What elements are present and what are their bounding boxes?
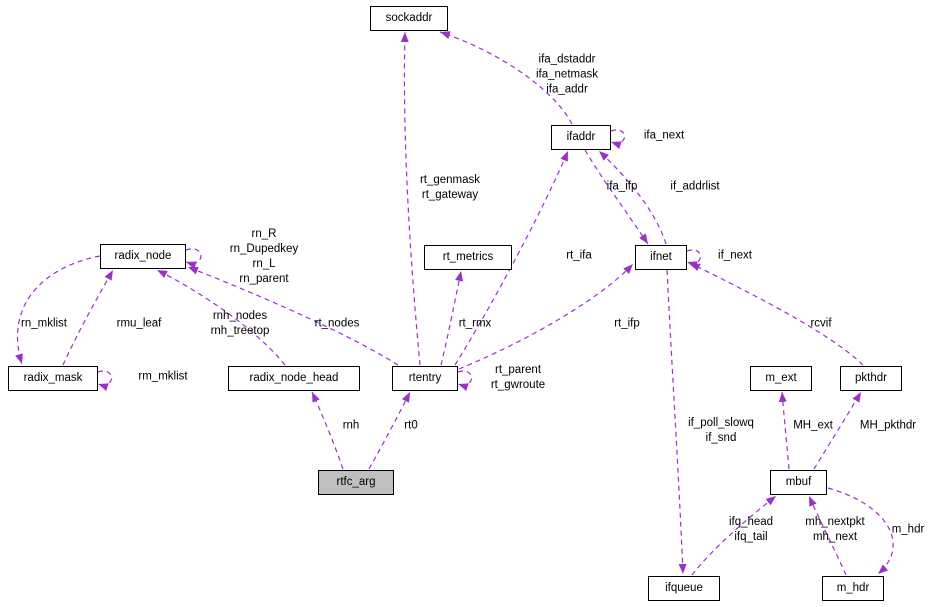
node-rtfc-arg[interactable]: rtfc_arg xyxy=(318,470,394,495)
edge-label: rn_mklist xyxy=(20,317,68,330)
edge-label: if_next xyxy=(718,249,752,262)
edge-rtentry-rt-metrics xyxy=(440,270,463,366)
edge-ifnet-ifqueue xyxy=(666,269,687,575)
edge-rtfc-arg-radix-node-head xyxy=(311,391,344,470)
edge-rtentry-ifnet xyxy=(458,263,634,370)
node-radix-mask[interactable]: radix_mask xyxy=(8,366,98,391)
node-sockaddr[interactable]: sockaddr xyxy=(370,6,448,31)
edge-label: MH_pkthdr xyxy=(859,419,917,432)
edge-label: mh_nextpkt mh_next xyxy=(805,516,865,543)
edge-label: rt_genmask rt_gateway xyxy=(419,174,481,201)
edge-ifnet-self xyxy=(686,249,702,269)
edge-pkthdr-ifnet xyxy=(689,262,864,366)
edge-label: rm_mklist xyxy=(138,370,188,383)
edge-radix-mask-radix-node xyxy=(62,269,114,366)
node-mbuf[interactable]: mbuf xyxy=(770,470,827,495)
edge-label: if_addrlist xyxy=(670,180,720,193)
edge-label: ifq_head ifq_tail xyxy=(728,516,774,543)
node-ifqueue[interactable]: ifqueue xyxy=(648,576,720,601)
edge-rtentry-self xyxy=(457,370,473,391)
edge-label: rt_rmx xyxy=(458,317,492,330)
node-ifaddr[interactable]: ifaddr xyxy=(551,125,611,150)
edge-label: ifa_dstaddr ifa_netmask ifa_addr xyxy=(535,53,599,96)
edge-label: rnh_nodes rnh_treetop xyxy=(210,310,270,337)
edge-rtentry-ifaddr xyxy=(454,150,569,366)
edge-label: ifa_ifp xyxy=(606,180,638,193)
edge-label: if_poll_slowq if_snd xyxy=(688,417,754,444)
node-pkthdr[interactable]: pkthdr xyxy=(840,366,902,391)
edge-radix-node-radix-mask xyxy=(15,255,101,365)
edge-label: MH_ext xyxy=(793,419,833,432)
edge-label: rn_R rn_Dupedkey rn_L rn_parent xyxy=(229,228,299,285)
node-m-hdr[interactable]: m_hdr xyxy=(822,576,884,601)
edge-label: ifa_next xyxy=(643,129,685,142)
edge-label: rt0 xyxy=(404,419,418,432)
edge-label: rt_ifa xyxy=(566,249,592,262)
edge-label: rnh xyxy=(342,419,360,432)
node-radix-node[interactable]: radix_node xyxy=(100,244,186,269)
node-m-ext[interactable]: m_ext xyxy=(750,366,812,391)
node-rtentry[interactable]: rtentry xyxy=(392,366,458,391)
edge-mbuf-m-ext xyxy=(778,391,790,470)
edge-mbuf-m-hdr xyxy=(827,487,894,575)
edge-label: rcvif xyxy=(810,317,832,330)
edge-ifaddr-ifnet xyxy=(584,149,649,245)
edge-radix-node-self xyxy=(185,248,202,270)
edge-ifnet-ifaddr xyxy=(598,150,667,245)
node-radix-node-head[interactable]: radix_node_head xyxy=(228,366,360,391)
edge-label: rmu_leaf xyxy=(116,317,162,330)
node-rt-metrics[interactable]: rt_metrics xyxy=(424,245,512,270)
edge-rtentry-sockaddr xyxy=(400,31,421,366)
edge-radix-mask-self xyxy=(97,370,113,391)
edge-label: m_hdr xyxy=(891,523,925,536)
edge-label: rt_nodes xyxy=(314,317,360,330)
edge-ifqueue-mbuf xyxy=(691,495,777,576)
node-ifnet[interactable]: ifnet xyxy=(635,245,687,270)
edge-ifaddr-sockaddr xyxy=(439,31,573,125)
edge-label: rt_parent rt_gwroute xyxy=(490,364,546,391)
edge-mbuf-pkthdr xyxy=(813,391,862,470)
edge-ifaddr-self xyxy=(610,129,626,149)
edge-label: rt_ifp xyxy=(614,317,640,330)
